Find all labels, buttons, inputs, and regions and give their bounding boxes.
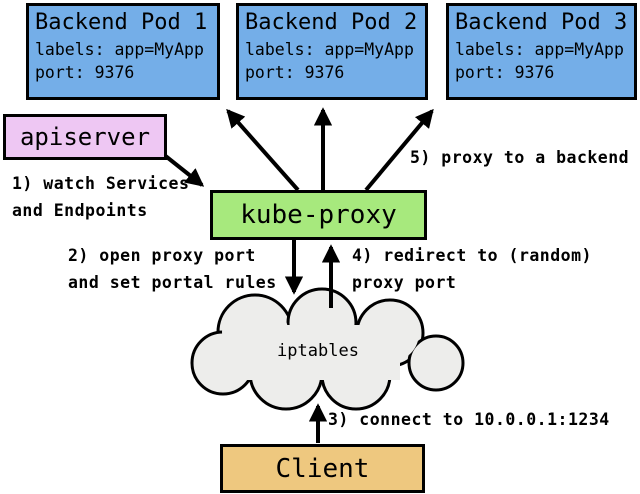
kube-proxy-label: kube-proxy [240,200,397,230]
pod-2-title: Backend Pod 2 [245,10,418,35]
client-node: Client [220,444,425,493]
annotation-step5: 5) proxy to a backend [410,148,630,167]
iptables-label: iptables [277,341,359,361]
pod-3-title: Backend Pod 3 [455,10,628,35]
annotation-step1: 1) watch Services and Endpoints [12,174,190,220]
pod-3-labels: labels: app=MyApp [455,40,624,59]
pod-3-port: port: 9376 [455,63,555,82]
kube-proxy-node: kube-proxy [210,190,427,240]
cloud-fill-cover [196,293,459,405]
backend-pod-2: Backend Pod 2 labels: app=MyApp port: 93… [236,3,428,100]
pod-1-labels: labels: app=MyApp [35,40,204,59]
pod-2-port: port: 9376 [245,63,345,82]
arrows [161,107,434,443]
arrow-apiserver-to-kubeproxy [161,152,205,187]
pod-2-labels: labels: app=MyApp [245,40,414,59]
annotation-step4: 4) redirect to (random) proxy port [352,246,592,292]
backend-pod-3: Backend Pod 3 labels: app=MyApp port: 93… [446,3,637,100]
apiserver-node: apiserver [3,114,167,160]
pod-1-title: Backend Pod 1 [35,10,208,35]
arrow-kubeproxy-to-pod1 [226,108,300,192]
annotation-step2: 2) open proxy port and set portal rules [68,246,277,292]
apiserver-label: apiserver [19,123,151,151]
client-label: Client [275,453,370,484]
backend-pod-1: Backend Pod 1 labels: app=MyApp port: 93… [26,3,220,100]
annotation-step3: 3) connect to 10.0.0.1:1234 [328,410,610,429]
arrow-kubeproxy-to-pod3 [364,108,434,192]
pod-1-port: port: 9376 [35,63,135,82]
